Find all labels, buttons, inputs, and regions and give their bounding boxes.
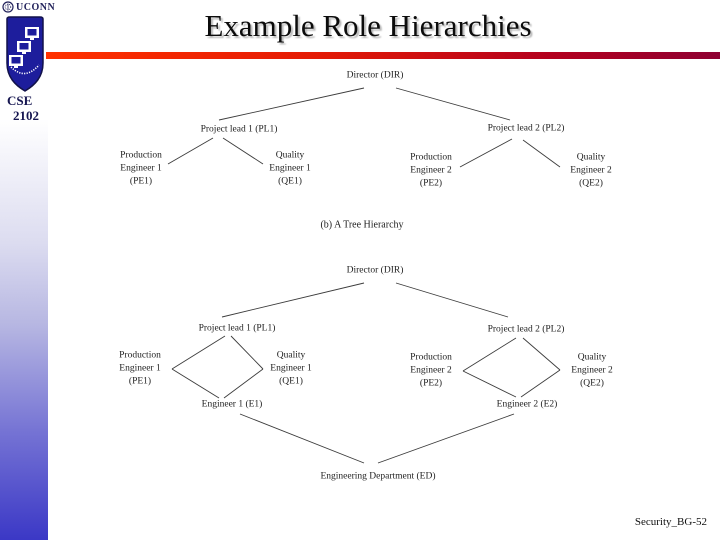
diagram2-node-pe2: Production Engineer 2 (PE2) (410, 352, 452, 389)
diagram2-node-pl1: Project lead 1 (PL1) (198, 323, 276, 334)
diagram1-edge (459, 138, 513, 168)
diagram2-node-qe2: Quality Engineer 2 (QE2) (571, 352, 613, 389)
shield-curved-text (10, 64, 40, 75)
diagram2-edge (395, 282, 509, 318)
diagram2-node-pl2: Project lead 2 (PL2) (487, 324, 565, 335)
diagram1-edge (218, 87, 365, 121)
diagram2-edge (462, 337, 517, 372)
shield-monitor-icons (9, 27, 39, 68)
diagram1-edge (522, 139, 561, 168)
cse-shield-logo (6, 16, 44, 92)
diagram1-edge (222, 137, 264, 165)
diagram1-edge (395, 87, 511, 121)
slide-footer: Security_BG-52 (634, 516, 707, 528)
diagram2-edge (221, 282, 365, 318)
uconn-seal-icon (2, 1, 14, 13)
diagram2-edge (522, 337, 561, 371)
diagram1-node-qe2: Quality Engineer 2 (QE2) (570, 152, 612, 189)
diagram1-edge (167, 137, 214, 165)
course-code: CSE 2102 (7, 93, 39, 123)
diagram2-node-ed: Engineering Department (ED) (320, 471, 436, 482)
diagram2-edge (223, 368, 264, 399)
slide-title: Example Role Hierarchies (204, 8, 532, 43)
diagram1-node-pe2: Production Engineer 2 (PE2) (410, 152, 452, 189)
diagram1-node-pl2: Project lead 2 (PL2) (487, 123, 565, 134)
diagram2-edge (377, 413, 515, 464)
uconn-wordmark-label: UCONN (16, 1, 56, 13)
diagram2-edge (230, 335, 264, 370)
diagram1-node-qe1: Quality Engineer 1 (QE1) (269, 150, 311, 187)
diagram1-node-pe1: Production Engineer 1 (PE1) (120, 150, 162, 187)
diagram2-edge (520, 369, 561, 398)
diagram1-node-pl1: Project lead 1 (PL1) (200, 124, 278, 135)
uconn-wordmark: UCONN (2, 1, 55, 13)
diagram2-node-e2: Engineer 2 (E2) (496, 399, 558, 410)
diagram2-edge (171, 368, 220, 399)
diagram2-edge (462, 370, 517, 398)
diagram2-node-dir: Director (DIR) (346, 265, 404, 276)
diagram2-node-pe1: Production Engineer 1 (PE1) (119, 350, 161, 387)
title-divider-bar (46, 52, 720, 59)
diagram1-node-dir: Director (DIR) (346, 70, 404, 81)
course-code-line1: CSE (7, 93, 33, 108)
diagram2-node-qe1: Quality Engineer 1 (QE1) (270, 350, 312, 387)
diagram2-edge (239, 413, 365, 464)
diagram2-node-e1: Engineer 1 (E1) (201, 399, 263, 410)
diagram2-edge (171, 335, 226, 370)
diagram1-caption: (b) A Tree Hierarchy (320, 219, 404, 231)
course-code-line2: 2102 (13, 108, 39, 123)
